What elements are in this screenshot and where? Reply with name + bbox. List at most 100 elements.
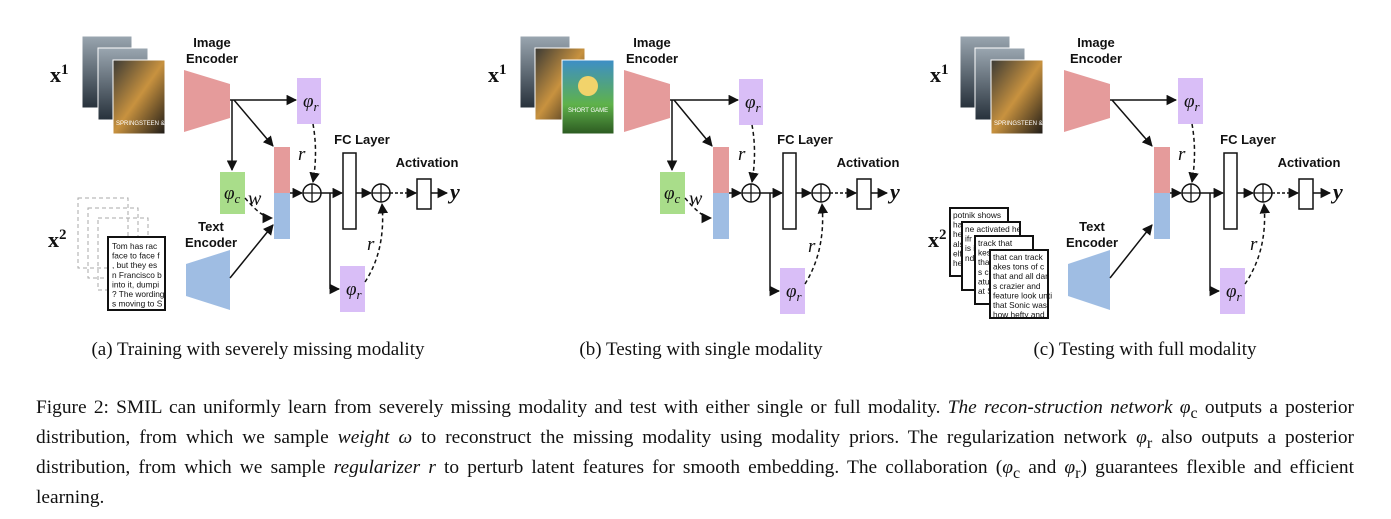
- doc-line: , but they es: [112, 260, 157, 270]
- text-doc: [989, 249, 1049, 319]
- phi-r-label: φr: [303, 91, 320, 114]
- image-encoder-label: Image: [1077, 35, 1115, 50]
- phi-r-box: [739, 79, 763, 125]
- image-encoder: [184, 70, 230, 132]
- poster-stack: SPRINGSTEEN & I: [81, 35, 168, 135]
- doc-line: Tom has rac: [112, 241, 157, 251]
- activation-label: Activation: [837, 155, 900, 170]
- poster-caption: SHORT GAME: [568, 108, 608, 114]
- subcaption-b: (b) Testing with single modality: [579, 339, 823, 360]
- fc-layer-label: FC Layer: [334, 132, 390, 147]
- phi-r-box: [297, 78, 321, 124]
- panel-b: x1 SHORT GAME Image Encoder φr φc w r FC…: [488, 35, 900, 314]
- image-feature: [274, 147, 290, 193]
- image-encoder: [624, 70, 670, 132]
- doc-line: face to face f: [112, 251, 160, 261]
- doc-line: how hefty and i: [993, 310, 1049, 320]
- phi-r-label: φr: [1184, 91, 1201, 114]
- r-label: r: [367, 234, 375, 255]
- w-label: w: [689, 188, 703, 210]
- doc-line: into it, dumpi: [112, 279, 159, 289]
- phi-r-box: [780, 268, 805, 314]
- image-encoder-label-2: Encoder: [186, 51, 238, 66]
- text-encoder: [186, 250, 230, 310]
- phi-r-label: φr: [745, 92, 762, 115]
- poster-caption: SPRINGSTEEN & I: [994, 121, 1046, 127]
- phi-r-label: φr: [786, 281, 803, 304]
- doc-line: ne activated he: [965, 224, 1022, 234]
- image-encoder-label: Image: [633, 35, 671, 50]
- y-label: y: [887, 179, 900, 204]
- r-label: r: [738, 144, 746, 165]
- fc-layer: [1223, 152, 1238, 230]
- doc-line: s moving to S: [112, 299, 163, 309]
- poster-stack: SPRINGSTEEN & I: [959, 35, 1046, 135]
- doc-line: that Sonic was: [993, 300, 1047, 310]
- x2-label: x2: [48, 227, 67, 252]
- missing-text-doc: [77, 197, 129, 269]
- text-encoder-label: Text: [1079, 219, 1105, 234]
- text-encoder-label-2: Encoder: [1066, 235, 1118, 250]
- poster-caption: SPRINGSTEEN & I: [116, 121, 168, 127]
- doc-line: ? The wording: [112, 289, 165, 299]
- text-encoder-label: Text: [198, 219, 224, 234]
- text-feature: [1154, 193, 1170, 239]
- doc-line: n Francisco b: [112, 270, 162, 280]
- w-label: w: [248, 188, 262, 210]
- subcaption-a: (a) Training with severely missing modal…: [91, 339, 425, 360]
- phi-c-box: [660, 172, 685, 214]
- x1-label: x1: [488, 62, 507, 87]
- text-feature: [713, 193, 729, 239]
- text-doc-stack: potnik showshasnd Tom behe activated hal…: [949, 207, 1052, 320]
- architecture-diagram: x1 SPRINGSTEEN & I Image Encoder x2 Tom …: [48, 35, 1343, 360]
- y-label: y: [447, 179, 460, 204]
- subcaption-c: (c) Testing with full modality: [1033, 339, 1257, 360]
- image-feature: [713, 147, 729, 193]
- r-label: r: [1178, 144, 1186, 165]
- doc-line: that can track: [993, 252, 1044, 262]
- phi-r-box: [1220, 268, 1245, 314]
- phi-c-box: [220, 172, 245, 214]
- x1-label: x1: [930, 62, 949, 87]
- activation: [416, 178, 432, 210]
- fc-layer: [342, 152, 357, 230]
- doc-line: s crazier and: [993, 281, 1041, 291]
- poster-stack: SHORT GAME: [519, 35, 615, 135]
- text-encoder-label-2: Encoder: [185, 235, 237, 250]
- text-doc: [107, 236, 166, 311]
- phi-r-box: [1178, 78, 1203, 124]
- phi-r-label: φr: [1226, 281, 1243, 304]
- panel-c: x1 SPRINGSTEEN & I Image Encoder x2 potn…: [928, 35, 1343, 320]
- fc-layer-label: FC Layer: [1220, 132, 1276, 147]
- doc-line: track that: [978, 238, 1013, 248]
- r-label: r: [298, 144, 306, 165]
- doc-line: feature look unti: [993, 290, 1052, 300]
- panel-a: x1 SPRINGSTEEN & I Image Encoder x2 Tom …: [48, 35, 460, 312]
- activation: [856, 178, 872, 210]
- phi-c-label: φc: [224, 183, 241, 206]
- figure-caption: Figure 2: SMIL can uniformly learn from …: [36, 397, 1355, 508]
- image-encoder-label-2: Encoder: [1070, 51, 1122, 66]
- fc-layer-label: FC Layer: [777, 132, 833, 147]
- activation-label: Activation: [396, 155, 459, 170]
- x1-label: x1: [50, 62, 69, 87]
- activation-label: Activation: [1278, 155, 1341, 170]
- text-encoder: [1068, 250, 1110, 310]
- activation: [1298, 178, 1314, 210]
- image-encoder-label: Image: [193, 35, 231, 50]
- x2-label: x2: [928, 227, 947, 252]
- doc-line: that and all dar: [993, 271, 1048, 281]
- doc-line: akes tons of c: [993, 262, 1044, 272]
- text-feature: [274, 193, 290, 239]
- r-label: r: [808, 236, 816, 257]
- image-encoder: [1064, 70, 1110, 132]
- phi-r-label: φr: [346, 279, 363, 302]
- fc-layer: [782, 152, 797, 230]
- phi-c-label: φc: [664, 183, 681, 206]
- r-label: r: [1250, 234, 1258, 255]
- doc-line: potnik shows: [953, 210, 1001, 220]
- y-label: y: [1330, 179, 1343, 204]
- image-feature: [1154, 147, 1170, 193]
- phi-r-box: [340, 266, 365, 312]
